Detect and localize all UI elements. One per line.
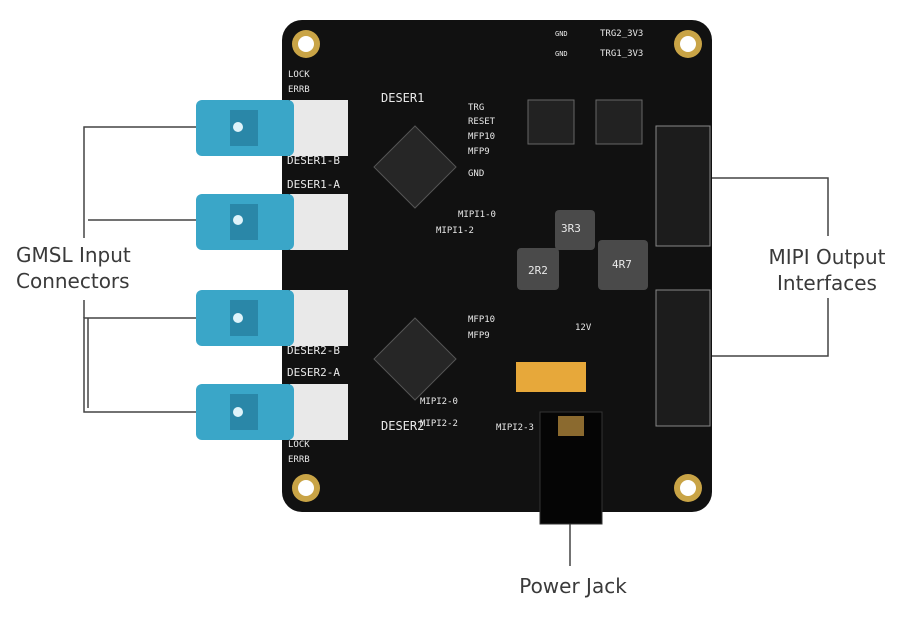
silk-trg1-3v3: TRG1_3V3 — [600, 49, 643, 59]
power-jack — [539, 411, 603, 525]
power-jack-label: Power Jack — [488, 573, 658, 599]
silk-inductor-2r2: 2R2 — [528, 264, 548, 277]
power-label: Power Jack — [519, 574, 627, 598]
silk-inductor-4r7: 4R7 — [612, 258, 632, 271]
silk-mipi1-0: MIPI1-0 — [458, 210, 496, 220]
silk-mfp9-1: MFP9 — [468, 147, 490, 157]
mipi-label-line1: MIPI Output — [768, 245, 886, 269]
silk-deser1: DESER1 — [381, 91, 424, 105]
connector-deser2-a — [196, 384, 348, 440]
deserializer-chips — [373, 125, 457, 401]
mipi-output-interfaces-label: MIPI Output Interfaces — [752, 244, 902, 296]
silk-deser2-b: DESER2-B — [287, 344, 340, 357]
silk-deser2-a: DESER2-A — [287, 366, 340, 379]
mounting-holes — [292, 30, 702, 502]
silk-mipi2-0: MIPI2-0 — [420, 397, 458, 407]
silk-mipi2-2: MIPI2-2 — [420, 419, 458, 429]
gmsl-input-connectors-label: GMSL Input Connectors — [16, 242, 166, 294]
connector-deser1-a — [196, 194, 348, 250]
silk-inductor-3r3: 3R3 — [561, 222, 581, 235]
silk-deser1-a: DESER1-A — [287, 178, 340, 191]
silk-mipi1-2: MIPI1-2 — [436, 226, 474, 236]
connector-deser1-b — [196, 100, 348, 156]
silk-mfp9-2: MFP9 — [468, 331, 490, 341]
silk-mfp10-2: MFP10 — [468, 315, 495, 325]
silk-lock-2: LOCK — [288, 440, 310, 450]
silk-gnd-1: GND — [468, 169, 484, 179]
silkscreen: DESER1 DESER2 DESER1-B DESER1-A DESER2-B… — [287, 29, 643, 465]
gmsl-label-line1: GMSL Input — [16, 243, 131, 267]
pin-headers — [527, 99, 643, 145]
silk-trg2-3v3: TRG2_3V3 — [600, 29, 643, 39]
silk-gnd-top-2: GND — [555, 50, 568, 58]
gmsl-label-line2: Connectors — [16, 269, 130, 293]
silk-deser1-b: DESER1-B — [287, 154, 340, 167]
silk-gnd-top: GND — [555, 30, 568, 38]
silk-deser2: DESER2 — [381, 419, 424, 433]
silk-reset-1: RESET — [468, 117, 496, 127]
gmsl-connectors — [196, 100, 348, 440]
silk-12v: 12V — [575, 323, 592, 333]
mipi-ffc-connectors — [655, 125, 711, 427]
mipi-label-line2: Interfaces — [777, 271, 877, 295]
silk-trg-1: TRG — [468, 103, 484, 113]
silk-errb-2: ERRB — [288, 455, 310, 465]
silk-errb-1: ERRB — [288, 85, 310, 95]
silk-mipi2-3: MIPI2-3 — [496, 423, 534, 433]
connector-deser2-b — [196, 290, 348, 346]
silk-lock-1: LOCK — [288, 70, 310, 80]
tantalum-capacitor — [516, 362, 586, 392]
inductors — [517, 210, 648, 290]
silk-mfp10-1: MFP10 — [468, 132, 495, 142]
